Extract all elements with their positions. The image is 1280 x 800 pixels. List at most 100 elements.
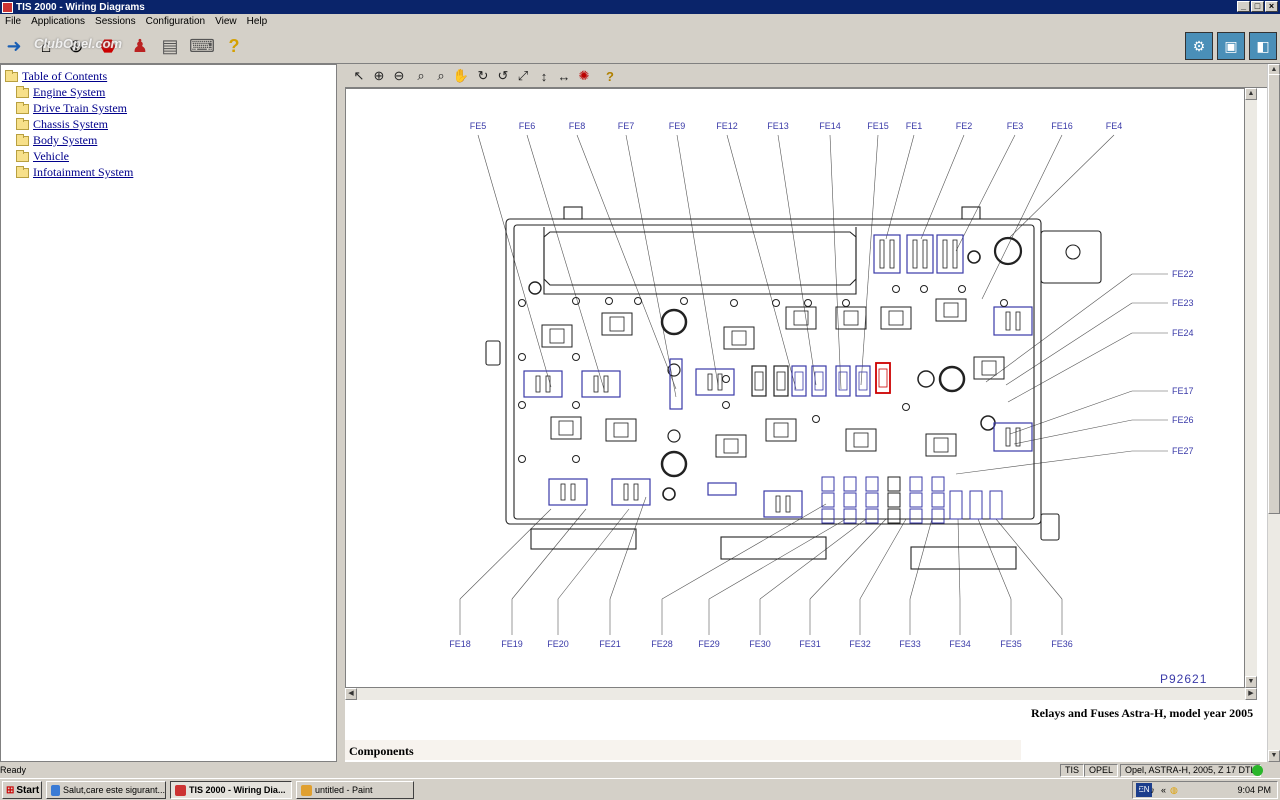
fit-height-icon[interactable]: ↕ (540, 68, 548, 84)
title-bar: TIS 2000 - Wiring Diagrams _ □ × (0, 0, 1280, 14)
close-button[interactable]: × (1265, 1, 1278, 12)
task-tis[interactable]: TIS 2000 - Wiring Dia... (170, 781, 292, 799)
components-heading: Components (345, 740, 1021, 760)
fuse (811, 365, 827, 397)
menu-file[interactable]: File (5, 15, 22, 27)
zoom-rect-icon[interactable]: ⌕ (437, 68, 445, 83)
status-vehicle: Opel, ASTRA-H, 2005, Z 17 DTL (1120, 764, 1261, 777)
tree-item-infotainment[interactable]: Infotainment System (16, 165, 133, 180)
menu-bar: File Applications Sessions Configuration… (0, 14, 1280, 28)
folder-icon (16, 165, 29, 178)
screw-hole (812, 415, 820, 423)
maximize-button[interactable]: □ (1251, 1, 1264, 12)
keyboard-icon[interactable]: ⌨ (189, 35, 215, 56)
person-icon[interactable]: ♟ (131, 35, 149, 56)
relay-pin (633, 483, 639, 501)
rotate-ccw-icon[interactable]: ↺ (497, 68, 509, 83)
scroll-left-arrow-icon[interactable]: ◀ (345, 688, 357, 700)
workshop-icon[interactable]: ⚙ (1185, 32, 1213, 60)
pointer-icon[interactable]: ↖ (353, 68, 365, 83)
screw-hole (722, 401, 730, 409)
home-icon[interactable]: ⌂ (40, 35, 52, 56)
language-indicator[interactable]: EN (1136, 783, 1152, 797)
printer-icon[interactable]: ▤ (161, 35, 179, 56)
relay (993, 422, 1033, 452)
fuse-label-right: FE26 (1172, 415, 1194, 425)
clock: 9:04 PM (1237, 785, 1271, 795)
fuse-label-bottom: FE33 (899, 639, 921, 649)
stop-icon[interactable]: ⬣ (100, 35, 116, 56)
fuse-label-bottom: FE18 (449, 639, 471, 649)
relay-pin (535, 375, 541, 393)
fuse (909, 476, 923, 492)
relay-pin (570, 483, 576, 501)
menu-sessions[interactable]: Sessions (95, 15, 136, 27)
fuse-body (878, 368, 888, 388)
menu-view[interactable]: View (215, 15, 237, 27)
tree-item-engine[interactable]: Engine System (16, 85, 105, 100)
relay-pin (785, 495, 791, 513)
relay-socket-pin (853, 432, 869, 448)
zoom-out-icon[interactable]: ⊖ (393, 68, 405, 83)
relay-pin (942, 239, 948, 269)
menu-applications[interactable]: Applications (31, 15, 86, 27)
help-icon[interactable]: ? (606, 68, 614, 84)
tree-item-vehicle[interactable]: Vehicle (16, 149, 69, 164)
folder-icon (16, 133, 29, 146)
zoom-in-icon[interactable]: ⊕ (373, 68, 385, 83)
task-browser[interactable]: Salut,care este sigurant... (46, 781, 166, 799)
fuse (949, 490, 963, 520)
help-tray-icon[interactable]: ? (1137, 785, 1143, 795)
tech2-icon[interactable]: ◧ (1249, 32, 1277, 60)
exit-door-icon[interactable]: ➜ (6, 35, 22, 56)
pane-splitter[interactable] (337, 64, 345, 762)
screw-hole (730, 299, 738, 307)
relay-pin (593, 375, 599, 393)
fit-icon[interactable]: ⤢ (517, 68, 529, 83)
menu-configuration[interactable]: Configuration (145, 15, 206, 27)
scroll-right-arrow-icon[interactable]: ▶ (1245, 688, 1257, 700)
relay-socket (765, 418, 797, 442)
help-icon[interactable]: ? (228, 35, 240, 56)
fuse-label-bottom: FE34 (949, 639, 971, 649)
show-hidden-icons-icon[interactable]: « (1161, 785, 1167, 795)
network-icon[interactable]: ◍ (1170, 784, 1178, 795)
relay (906, 234, 934, 274)
screw-hole (518, 455, 526, 463)
fit-width-icon[interactable]: ↔ (557, 68, 571, 84)
diagram-horizontal-scrollbar[interactable]: ◀ ▶ (345, 688, 1257, 700)
pane-vertical-scrollbar[interactable]: ▲ ▼ (1267, 64, 1280, 762)
fuse-label-top: FE4 (1106, 121, 1123, 131)
scroll-down-arrow-icon[interactable]: ▼ (1268, 750, 1280, 762)
scroll-up-arrow-icon[interactable]: ▲ (1245, 88, 1257, 100)
highlight-icon[interactable]: ✺ (578, 68, 590, 83)
vehicle-select-icon[interactable]: ▣ (1217, 32, 1245, 60)
menu-help[interactable]: Help (246, 15, 268, 27)
open-icon[interactable]: ⊕ (68, 35, 84, 56)
speaker-icon[interactable]: ♪ (1150, 785, 1156, 795)
task-paint[interactable]: untitled - Paint (296, 781, 414, 799)
tree-item-body[interactable]: Body System (16, 133, 97, 148)
tree-item-chassis[interactable]: Chassis System (16, 117, 108, 132)
system-tray: ? ♪ « ◍ 9:04 PM (1132, 781, 1278, 799)
tis-icon (175, 784, 186, 796)
minimize-button[interactable]: _ (1237, 1, 1250, 12)
rotate-cw-icon[interactable]: ↻ (477, 68, 489, 83)
relay (936, 234, 964, 274)
folder-icon (16, 85, 29, 98)
pan-icon[interactable]: ✋ (452, 68, 470, 83)
status-tis: TIS (1060, 764, 1085, 777)
relay-pin (922, 239, 928, 269)
scroll-thumb[interactable] (1268, 74, 1280, 514)
app-icon (2, 1, 13, 13)
screw-hole (605, 297, 613, 305)
scroll-down-arrow-icon[interactable]: ▼ (1245, 676, 1257, 688)
tree-root[interactable]: Table of Contents (5, 69, 107, 84)
diagram-vertical-scrollbar[interactable]: ▲ ▼ (1245, 88, 1257, 688)
zoom-icon[interactable]: ⌕ (417, 68, 425, 83)
start-button[interactable]: ⊞Start (2, 781, 42, 799)
fuse-label-top: FE1 (906, 121, 923, 131)
relay-socket (973, 356, 1005, 380)
tree-item-drive-train[interactable]: Drive Train System (16, 101, 127, 116)
